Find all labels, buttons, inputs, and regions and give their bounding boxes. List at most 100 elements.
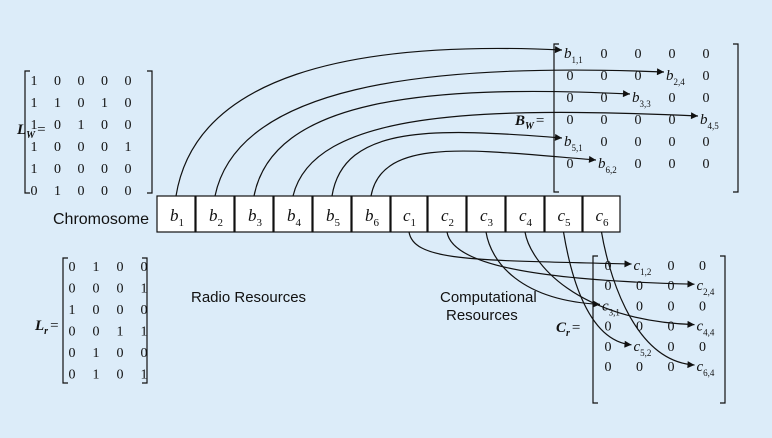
lr-label-equals: = [50,318,58,334]
lw-cell-r2-c1: 1 [31,96,38,111]
lw-right-bracket [147,70,153,194]
lr-cell-r5-c4: 0 [141,346,148,361]
lr-right-bracket [142,257,148,384]
cr-entry-r4-c4: c4,4 [697,319,715,338]
bw-cell-r2-c1: 0 [567,69,574,84]
cr-label-equals: = [572,320,580,336]
bw-cell-r2-c2: 0 [601,69,608,84]
gene-b4: b4 [287,206,302,229]
cr-label-symbol: C [556,320,567,336]
gene-c6-subscript: 6 [603,217,609,229]
gene-c1: c1 [403,206,416,229]
lr-cell-r5-c3: 0 [117,346,124,361]
lw-cell-r4-c4: 0 [101,140,108,155]
gene-c3-subscript: 3 [488,217,494,229]
lr-cell-r1-c4: 0 [141,260,148,275]
bw-entry-r1-c1: b1,1 [564,46,583,65]
gene-b1-symbol: b [170,206,179,225]
gene-c4-symbol: c [519,206,527,225]
gene-c6-symbol: c [596,206,604,225]
bw-entry-r6-c2-subscript: 6,2 [606,165,617,175]
bw-cell-r5-c2: 0 [601,135,608,150]
gene-cell-c5: c5 [544,195,583,233]
cr-cell-r4-c3: 0 [668,320,675,335]
lw-cell-r2-c2: 1 [54,96,61,111]
chromosome-label: Chromosome [53,211,149,228]
lw-cell-r5-c5: 0 [125,162,132,177]
cr-cell-r2-c3: 0 [668,279,675,294]
lw-cell-r5-c4: 0 [101,162,108,177]
cr-cell-r2-c2: 0 [636,279,643,294]
lw-cell-r4-c5: 1 [125,140,132,155]
lr-cell-r1-c3: 0 [117,260,124,275]
gene-c1-subscript: 1 [411,217,417,229]
gene-cell-c1: c1 [390,195,428,233]
gene-cell-box [390,195,428,233]
gene-b2-symbol: b [209,206,218,225]
gene-cell-box [273,195,313,233]
cr-entry-r1-c2-subscript: 1,2 [640,267,651,277]
bw-cell-r5-c3: 0 [635,135,642,150]
bw-entry-r4-c5-subscript: 4,5 [708,121,720,131]
lw-left-bracket [24,70,30,194]
lw-cell-r3-c3: 1 [78,118,85,133]
arrow-gene-8-to-cr [446,231,695,288]
bw-cell-r5-c5: 0 [703,135,710,150]
bw-entry-r6-c2: b6,2 [598,156,617,175]
gene-cell-c6: c6 [582,195,621,233]
lw-cell-r1-c2: 0 [54,74,61,89]
bw-cell-r3-c4: 0 [669,91,676,106]
bw-cell-r1-c3: 0 [635,47,642,62]
bw-entry-r3-c3: b3,3 [632,90,651,109]
lr-cell-r3-c1: 1 [69,303,76,318]
lw-label-subscript: W [26,130,36,141]
gene-b5-subscript: 5 [335,217,341,229]
cr-left-bracket [592,255,598,404]
lw-cell-r1-c4: 0 [101,74,108,89]
radio-resources-label: Radio Resources [191,289,306,306]
gene-cell-box [234,195,274,233]
lr-left-bracket [62,257,68,384]
gene-b2-subscript: 2 [218,217,224,229]
bw-entry-r3-c3-subscript: 3,3 [640,99,652,109]
lr-cell-r6-c1: 0 [69,368,76,383]
gene-cell-box [505,195,545,233]
lr-cell-r2-c2: 0 [93,282,100,297]
arrow-gene-4-to-bw [292,111,699,197]
cr-entry-r5-c2: c5,2 [634,339,652,358]
lr-matrix-label: Lr= [34,318,59,337]
gene-cell-box [466,195,506,233]
lr-cell-r5-c2: 1 [93,346,100,361]
lw-cell-r1-c5: 0 [125,74,132,89]
bw-cell-r3-c5: 0 [703,91,710,106]
cr-cell-r5-c3: 0 [668,340,675,355]
cr-entry-r6-c4: c6,4 [697,359,715,378]
lr-cell-r1-c2: 1 [93,260,100,275]
cr-entry-r3-c1-symbol: c [602,298,609,314]
cr-matrix-label: Cr= [556,320,580,339]
lr-label-subscript: r [44,326,48,337]
gene-b3: b3 [248,206,263,229]
gene-cell-box [156,195,196,233]
arrow-gene-1-to-bw [175,46,563,197]
cr-label-subscript: r [566,328,570,339]
gene-cell-box [312,195,352,233]
cr-cell-r6-c1: 0 [605,360,612,375]
lw-cell-r6-c4: 0 [101,184,108,199]
cr-cell-r3-c3: 0 [668,299,675,314]
cr-cell-r6-c2: 0 [636,360,643,375]
lr-cell-r4-c4: 1 [141,325,148,340]
computational-resources-label-line2: Resources [446,307,518,324]
bw-label-equals: = [536,113,544,129]
gene-b1-subscript: 1 [179,217,185,229]
lw-cell-r5-c1: 1 [31,162,38,177]
gene-c5-subscript: 5 [565,217,571,229]
lw-cell-r4-c3: 0 [78,140,85,155]
bw-cell-r1-c2: 0 [601,47,608,62]
bw-matrix-label: BW= [514,113,544,132]
lw-cell-r2-c3: 0 [78,96,85,111]
